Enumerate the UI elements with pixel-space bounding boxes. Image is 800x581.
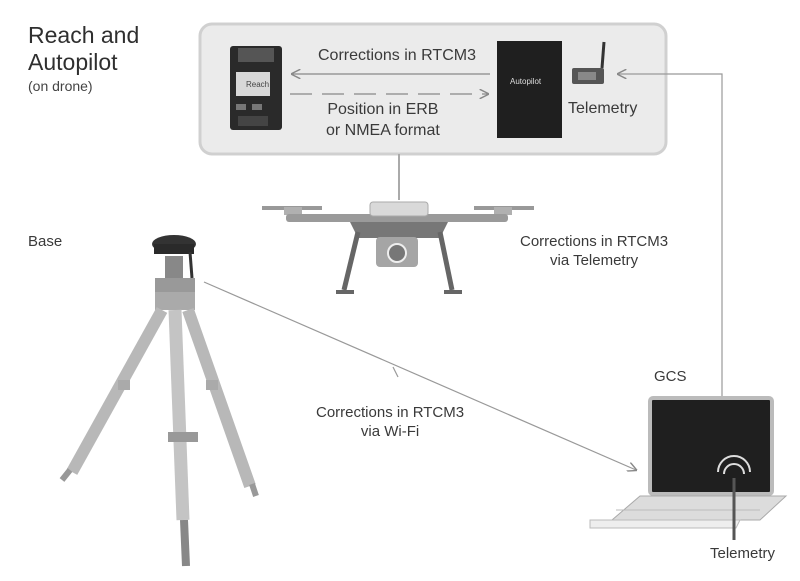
telemetry-link-line <box>618 74 723 468</box>
corrections-wifi-line1: Corrections in RTCM3 <box>316 404 465 421</box>
corrections-telemetry-line2: via Telemetry <box>550 252 639 269</box>
diagram-title: Reach and Autopilot <box>28 22 139 76</box>
position-line2: or NMEA format <box>326 122 440 139</box>
title-line1: Reach and <box>28 22 140 48</box>
corrections-telemetry-label: Corrections in RTCM3 via Telemetry <box>520 232 668 270</box>
gcs-label: GCS <box>654 368 687 385</box>
drone <box>262 201 534 294</box>
base-label: Base <box>28 233 63 250</box>
telemetry-label-top: Telemetry <box>568 100 638 117</box>
diagram-subtitle: (on drone) <box>28 78 93 94</box>
telemetry-radio-top <box>572 41 606 84</box>
position-format-label: Position in ERB or NMEA format <box>326 99 440 141</box>
autopilot-label: Autopilot <box>510 77 542 86</box>
gcs-laptop <box>589 396 788 540</box>
reach-module <box>230 46 282 130</box>
autopilot-module <box>497 41 562 138</box>
title-line2: Autopilot <box>28 49 118 75</box>
corrections-wifi-label: Corrections in RTCM3 via Wi-Fi <box>316 403 464 441</box>
position-line1: Position in ERB <box>327 101 439 118</box>
base-tripod <box>59 235 259 567</box>
corrections-wifi-line2: via Wi-Fi <box>360 423 420 440</box>
telemetry-label-bottom: Telemetry <box>710 545 776 562</box>
wifi-corrections-line <box>203 281 636 470</box>
corrections-rtcm3-label: Corrections in RTCM3 <box>318 47 476 64</box>
reach-label: Reach <box>246 80 270 89</box>
corrections-telemetry-line1: Corrections in RTCM3 <box>520 233 669 250</box>
